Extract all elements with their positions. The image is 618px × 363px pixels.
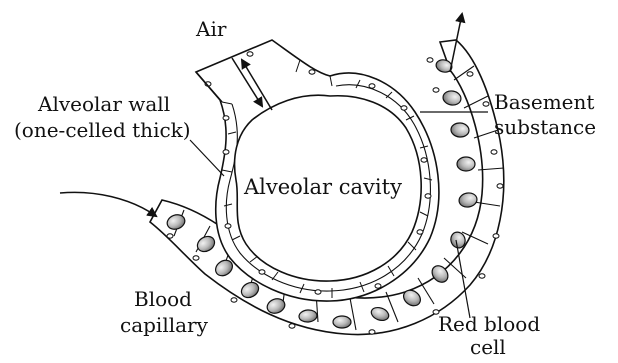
blood-in-arrow xyxy=(60,192,156,216)
cell-nucleus xyxy=(231,298,237,302)
cell-nucleus xyxy=(193,256,199,260)
cell-nucleus xyxy=(433,88,439,92)
cell-nucleus xyxy=(223,150,229,154)
red-blood-cell xyxy=(450,122,469,138)
red-blood-cell xyxy=(442,90,462,107)
blood-label: Blood xyxy=(134,287,192,311)
cell-nucleus xyxy=(483,102,489,106)
alveolar-wall-sublabel: (one-celled thick) xyxy=(14,118,191,142)
cell-nucleus xyxy=(315,290,321,294)
cell-nucleus xyxy=(247,52,253,56)
red-blood-cell xyxy=(333,316,351,328)
cell-nucleus xyxy=(497,184,503,188)
cell-nucleus xyxy=(491,150,497,154)
cell-nucleus xyxy=(493,234,499,238)
cell-nucleus xyxy=(417,230,423,234)
cell-nucleus xyxy=(225,224,231,228)
cell-nucleus xyxy=(427,58,433,62)
cell-nucleus xyxy=(479,274,485,278)
cell-nucleus xyxy=(289,324,295,328)
capillary-label: capillary xyxy=(120,313,209,337)
cell-nucleus xyxy=(369,84,375,88)
alveolar-cavity-label: Alveolar cavity xyxy=(243,175,402,199)
rbc-cell-label: cell xyxy=(470,335,506,358)
cell-nucleus xyxy=(167,234,173,238)
cell-nucleus xyxy=(467,72,473,76)
cell-nucleus xyxy=(259,270,265,274)
cell-nucleus xyxy=(369,330,375,334)
cell-nucleus xyxy=(309,70,315,74)
cell-nucleus xyxy=(425,194,431,198)
alveolar-wall-label: Alveolar wall xyxy=(37,92,170,116)
air-label: Air xyxy=(195,17,227,41)
red-blood-cell xyxy=(457,157,475,171)
basement-label: Basement xyxy=(494,90,594,114)
cell-nucleus xyxy=(401,106,407,110)
substance-label: substance xyxy=(494,115,596,139)
alveolar-wall-leader xyxy=(190,140,224,176)
cell-nucleus xyxy=(421,158,427,162)
cell-nucleus xyxy=(223,116,229,120)
cell-nucleus xyxy=(375,284,381,288)
red-blood-cell xyxy=(458,192,478,209)
rbc-label: Red blood xyxy=(438,312,540,336)
